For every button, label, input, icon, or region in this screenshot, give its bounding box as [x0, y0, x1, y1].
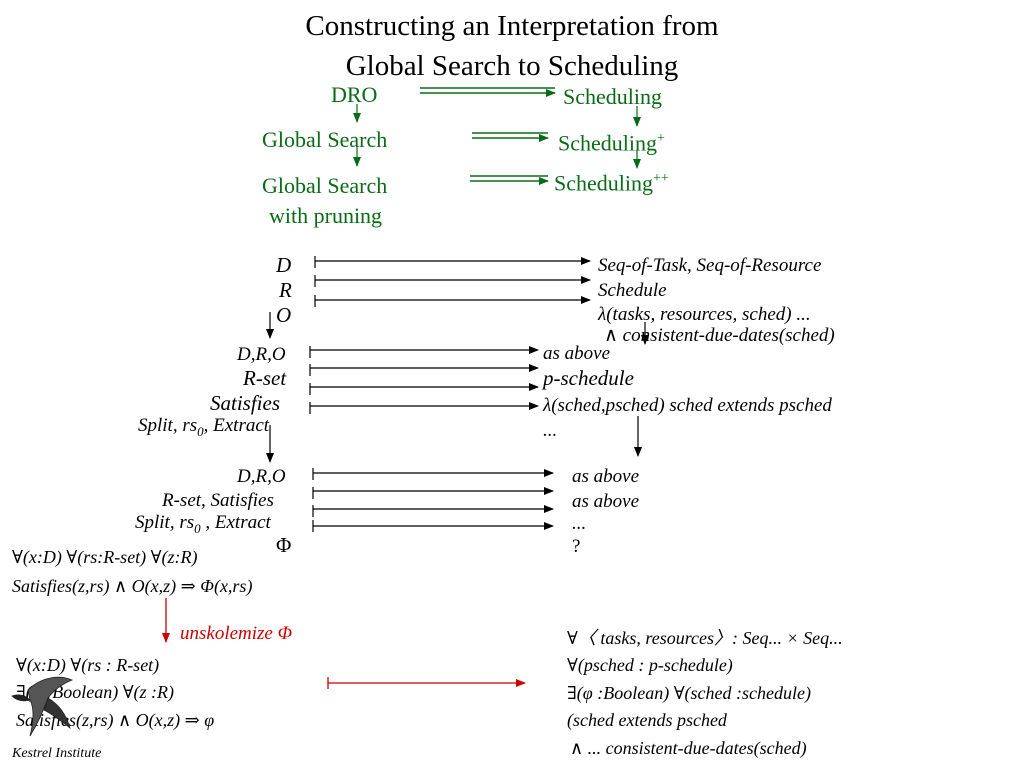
- green-map-arrow-2: [472, 132, 549, 142]
- block1-left-o: O: [276, 303, 292, 327]
- block1-left-d: D: [276, 253, 292, 277]
- green-map-arrow-1: [420, 87, 556, 97]
- block1-right-4: ∧ consistent-due-dates(sched): [604, 325, 835, 346]
- formula3-line-2: ∀(psched : p-schedule): [567, 655, 733, 675]
- formula3-line-4: (sched extends psched: [567, 710, 727, 730]
- block3-right-1: as above: [572, 466, 640, 487]
- label-dro: DRO: [331, 82, 378, 107]
- block2-left-split: Split, rs0, Extract: [138, 415, 270, 439]
- block2-left-rset: R-set: [243, 366, 287, 390]
- block2-right-4: ...: [543, 420, 558, 441]
- block2-left-dro: D,R,O: [237, 344, 286, 365]
- block3-map-arrows: [312, 468, 554, 532]
- formula3-line-5: ∧ ... consistent-due-dates(sched): [570, 738, 807, 758]
- block3-left-phi: Φ: [276, 533, 292, 557]
- label-global-search: Global Search: [262, 127, 388, 152]
- formula1-line-2: Satisfies(z,rs) ∧ O(x,z) ⇒ Φ(x,rs): [12, 576, 253, 596]
- formula3-line-1: ∀〈 tasks, resources〉: Seq... × Seq...: [567, 628, 843, 648]
- block1-right-1: Seq-of-Task, Seq-of-Resource: [598, 255, 822, 276]
- block1-right-2: Schedule: [598, 280, 667, 301]
- block2-map-arrows: [309, 346, 539, 414]
- block3-left-rset-satisfies: R-set, Satisfies: [162, 490, 274, 511]
- formula1-line-1: ∀(x:D) ∀(rs:R-set) ∀(z:R): [12, 547, 198, 567]
- footer-kestrel-institute: Kestrel Institute: [12, 746, 102, 761]
- block2-left-satisfies: Satisfies: [210, 391, 281, 415]
- formula3-line-3: ∃(φ :Boolean) ∀(sched :schedule): [567, 683, 811, 703]
- block3-right-3: ...: [572, 513, 587, 534]
- block3-right-4: ?: [572, 536, 581, 557]
- block1-map-arrows: [314, 256, 591, 307]
- block3-left-dro: D,R,O: [237, 466, 286, 487]
- block3-right-2: as above: [572, 491, 640, 512]
- kestrel-bird-logo: [11, 676, 74, 737]
- unskolemize-label: unskolemize Φ: [180, 623, 293, 644]
- block2-right-2: p-schedule: [543, 366, 634, 390]
- label-global-search-pruning-2: with pruning: [269, 203, 383, 228]
- block1-right-3: λ(tasks, resources, sched) ...: [598, 304, 811, 325]
- label-scheduling: Scheduling: [563, 84, 662, 109]
- label-scheduling-plus: Scheduling+: [558, 130, 665, 156]
- page-title-line-1: Constructing an Interpretation from: [305, 10, 719, 42]
- block2-right-3: λ(sched,psched) sched extends psched: [543, 395, 832, 416]
- block1-left-r: R: [279, 278, 292, 302]
- block2-right-1: as above: [543, 343, 611, 364]
- formula2-line-1: ∀(x:D) ∀(rs : R-set): [16, 655, 160, 675]
- green-map-arrow-3: [470, 175, 549, 185]
- label-global-search-pruning-1: Global Search: [262, 173, 388, 198]
- page-title-line-2: Global Search to Scheduling: [345, 50, 679, 82]
- block3-left-split: Split, rs0 , Extract: [135, 512, 271, 536]
- label-scheduling-plus-plus: Scheduling++: [554, 170, 669, 196]
